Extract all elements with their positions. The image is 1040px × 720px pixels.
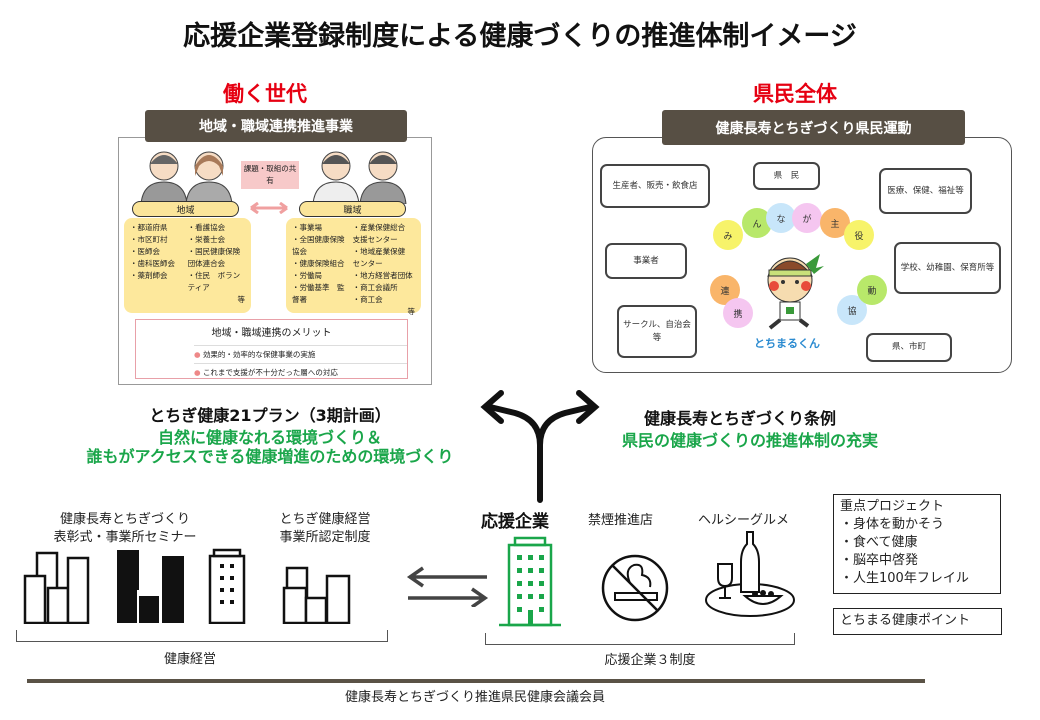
member: ・地域産業保健 センター (352, 247, 413, 268)
cert-line: とちぎ健康経営 (279, 512, 371, 527)
bubble: な (766, 203, 796, 233)
regional-workplace-label: 地域・職域連携推進事業 (145, 110, 407, 142)
project-item: ・脳卒中啓発 (840, 553, 919, 568)
member: ・全国健康保険 協会 (292, 235, 352, 256)
plan-title: とちぎ健康21プラン（3期計画） (149, 406, 391, 425)
member: ・商工会議所 (352, 283, 398, 292)
box-businesses: 事業者 (605, 243, 687, 279)
member: ・都道府県 (130, 223, 168, 232)
bubble: 主 (820, 208, 850, 238)
health-mgmt-bracket (16, 630, 388, 642)
cert-line: 事業所認定制度 (279, 530, 371, 545)
bubble: 動 (857, 275, 887, 305)
ordinance-line1: 県民の健康づくりの推進体制の充実 (621, 431, 878, 450)
etc-label: 等 (237, 295, 246, 304)
project-title: 重点プロジェクト (840, 499, 945, 514)
mascot-icon (767, 254, 824, 330)
member: ・住民 ボランティア (187, 271, 241, 292)
box-circles: サークル、自治会等 (617, 305, 697, 358)
member: ・薬剤師会 (130, 271, 168, 280)
all-citizens-heading: 県民全体 (753, 82, 837, 106)
member: ・産業保健総合 支援センター (352, 223, 413, 244)
no-smoking-icon (601, 554, 669, 622)
workplace-pill: 職域 (299, 201, 406, 217)
bubble: が (792, 203, 822, 233)
award-line: 健康長寿とちぎづくり (59, 512, 190, 527)
box-medical: 医療、保健、福祉等 (879, 168, 972, 214)
merit-title: 地域・職域連携のメリット (211, 328, 332, 339)
etc-label: 等 (407, 307, 416, 316)
member: ・労働基準 監督署 (292, 283, 345, 304)
health-mgmt-label: 健康経営 (163, 652, 216, 667)
bubble: 役 (844, 220, 874, 250)
people-left-icon (140, 151, 233, 204)
plan-line2: 誰もがアクセスできる健康増進のための環境づくり (86, 447, 454, 466)
cert-label: とちぎ健康経営事業所認定制度 (260, 511, 390, 547)
merit-item: 効果的・効率的な保健事業の実施 (202, 350, 316, 359)
nosmoke-label: 禁煙推進店 (588, 513, 654, 528)
box-citizens: 県 民 (753, 162, 820, 190)
fork-arrow-icon (480, 390, 600, 503)
council-label: 健康長寿とちぎづくり推進県民健康会議会員 (344, 690, 605, 705)
gourmet-label: ヘルシーグルメ (698, 513, 790, 528)
project-item: ・人生100年フレイル (840, 571, 969, 586)
region-pill: 地域 (132, 201, 239, 217)
company-buildings-icon (23, 548, 351, 624)
project-item: ・身体を動かそう (840, 517, 945, 532)
ordinance-title: 健康長寿とちぎづくり条例 (643, 409, 836, 428)
plan-line1: 自然に健康なれる環境づくり＆ (157, 428, 382, 447)
box-schools: 学校、幼稚園、保育所等 (894, 242, 1001, 294)
bubble: 携 (723, 298, 753, 328)
green-building-icon (499, 536, 561, 627)
three-systems-bracket (485, 633, 795, 645)
exchange-arrows-icon (406, 566, 489, 607)
working-generation-heading: 働く世代 (223, 82, 307, 106)
member: ・事業場 (292, 223, 322, 232)
member: ・商工会 (352, 295, 383, 304)
regional-workplace-panel: 課題・取組の共有 地域 職域 ・都道府県・市区町村・医師会・歯科医師会・薬剤師会… (118, 137, 432, 385)
mascot-logo: とちまるくん (754, 337, 820, 350)
health-points-box: とちまる健康ポイント (833, 608, 1002, 635)
share-issues-label: 課題・取組の共有 (241, 161, 299, 189)
council-line (27, 679, 925, 683)
member: ・歯科医師会 (130, 259, 175, 268)
member: ・看護協会 (187, 223, 226, 232)
member: ・栄養士会 (187, 235, 226, 244)
member: ・医師会 (130, 247, 160, 256)
bubble: 協 (837, 295, 867, 325)
healthy-gourmet-icon (705, 531, 795, 617)
merit-item: これまで支援が不十分だった層への対応 (202, 368, 338, 377)
two-way-arrow-icon (250, 202, 288, 214)
three-systems-label: 応援企業３制度 (604, 653, 696, 668)
bubble: み (713, 220, 743, 250)
merit-box: 地域・職域連携のメリット ● 効果的・効率的な保健事業の実施 ● これまで支援が… (135, 319, 408, 379)
citizen-movement-label: 健康長寿とちぎづくり県民運動 (662, 110, 965, 145)
member: ・労働局 (292, 271, 322, 280)
people-right-icon (312, 151, 407, 204)
box-producers: 生産者、販売・飲食店 (600, 164, 710, 208)
member: ・国民健康保険 団体連合会 (187, 247, 248, 268)
member: ・健康保険組合 (292, 259, 345, 268)
project-item: ・食べて健康 (840, 535, 918, 550)
box-prefecture: 県、市町 (866, 333, 952, 362)
page-title: 応援企業登録制度による健康づくりの推進体制イメージ (183, 21, 857, 52)
priority-projects-box: 重点プロジェクト ・身体を動かそう ・食べて健康 ・脳卒中啓発 ・人生100年フ… (833, 494, 1001, 594)
member: ・地方経営者団体 (352, 271, 413, 280)
member: ・市区町村 (130, 235, 168, 244)
region-members: ・都道府県・市区町村・医師会・歯科医師会・薬剤師会 ・看護協会・栄養士会・国民健… (124, 218, 251, 313)
award-line: 表彰式・事業所セミナー (53, 530, 197, 545)
award-label: 健康長寿とちぎづくり表彰式・事業所セミナー (25, 511, 225, 547)
workplace-members: ・事業場・全国健康保険 協会・健康保険組合・労働局・労働基準 監督署 ・産業保健… (286, 218, 421, 316)
support-company-label: 応援企業 (481, 512, 549, 532)
